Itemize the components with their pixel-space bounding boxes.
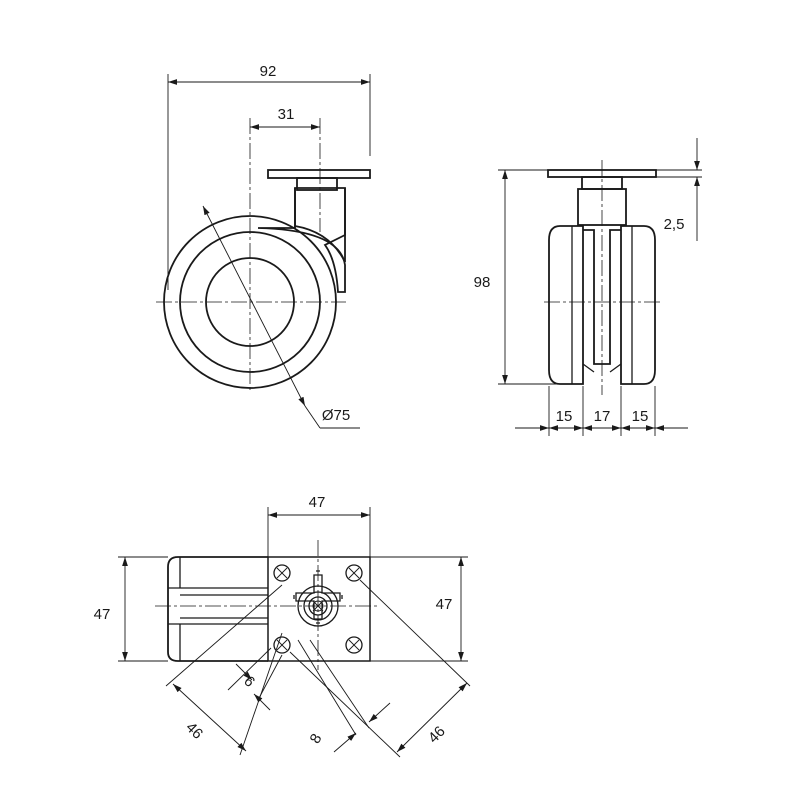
dim-label-diameter: Ø75 bbox=[322, 407, 350, 424]
left-wheel bbox=[548, 225, 584, 385]
dim-line-hole-spacing-right bbox=[396, 682, 468, 753]
dim-label-92: 92 bbox=[260, 63, 277, 80]
dim-line-diameter bbox=[202, 205, 306, 407]
mount-hole-tr bbox=[345, 564, 363, 582]
top-wheel-body bbox=[167, 556, 268, 662]
mount-hole-br bbox=[345, 636, 363, 654]
side-view: 92 31 Ø75 bbox=[156, 63, 371, 429]
right-wheel bbox=[620, 225, 656, 385]
top-view: 47 47 47 46 46 6 8 bbox=[94, 494, 471, 758]
mounting-plate bbox=[267, 169, 371, 179]
front-view: 98 2,5 15 17 15 bbox=[474, 138, 702, 436]
dim-label-plate-height-right: 47 bbox=[436, 596, 453, 613]
dim-label-31: 31 bbox=[278, 106, 295, 123]
dim-label-plate-thickness: 2,5 bbox=[664, 216, 685, 233]
dim-label-plate-height-left: 47 bbox=[94, 606, 111, 623]
dim-label-hole-spacing-right: 46 bbox=[425, 723, 449, 747]
dim-label-plate-width: 47 bbox=[309, 494, 326, 511]
dim-label-hole-spacing-left: 46 bbox=[182, 719, 206, 743]
dim-line-hole-spacing-left bbox=[172, 683, 247, 752]
dim-label-bolt: 8 bbox=[307, 731, 326, 747]
mount-hole-tl bbox=[273, 564, 291, 582]
dim-label-wheel-right: 15 bbox=[632, 408, 649, 425]
dim-label-gap: 17 bbox=[594, 408, 611, 425]
mount-hole-bl bbox=[273, 636, 291, 654]
dim-label-98: 98 bbox=[474, 274, 491, 291]
dim-label-wheel-left: 15 bbox=[556, 408, 573, 425]
